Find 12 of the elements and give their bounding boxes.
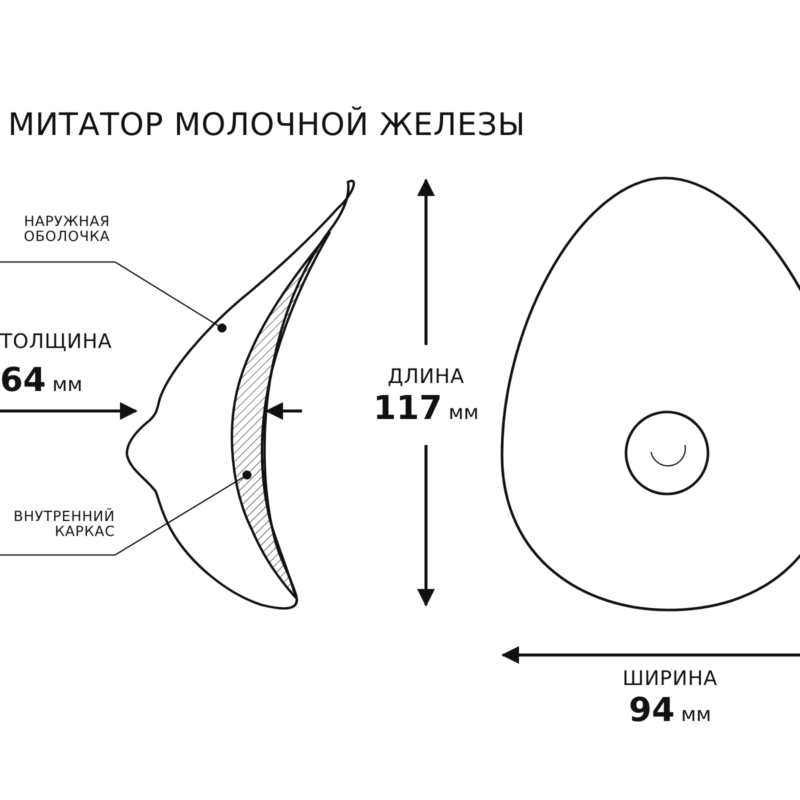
title: МИТАТОР МОЛОЧНОЙ ЖЕЛЕЗЫ <box>8 108 526 142</box>
part-label: НАРУЖНАЯ ОБОЛОЧКА <box>0 215 110 246</box>
dimension-label: ШИРИНА <box>622 667 718 689</box>
dimension-label: ТОЛЩИНА <box>0 330 112 352</box>
dimension-value: 117 мм <box>373 390 479 426</box>
dimension-value: 94 мм <box>628 692 712 728</box>
part-label: ВНУТРЕННИЙ КАРКАС <box>0 510 115 541</box>
leader-line <box>0 470 252 556</box>
leader-line <box>0 261 227 333</box>
inner-frame-drawing <box>230 230 332 600</box>
dimension-label: ДЛИНА <box>388 365 464 387</box>
dimension-value: 64 мм <box>0 362 82 398</box>
